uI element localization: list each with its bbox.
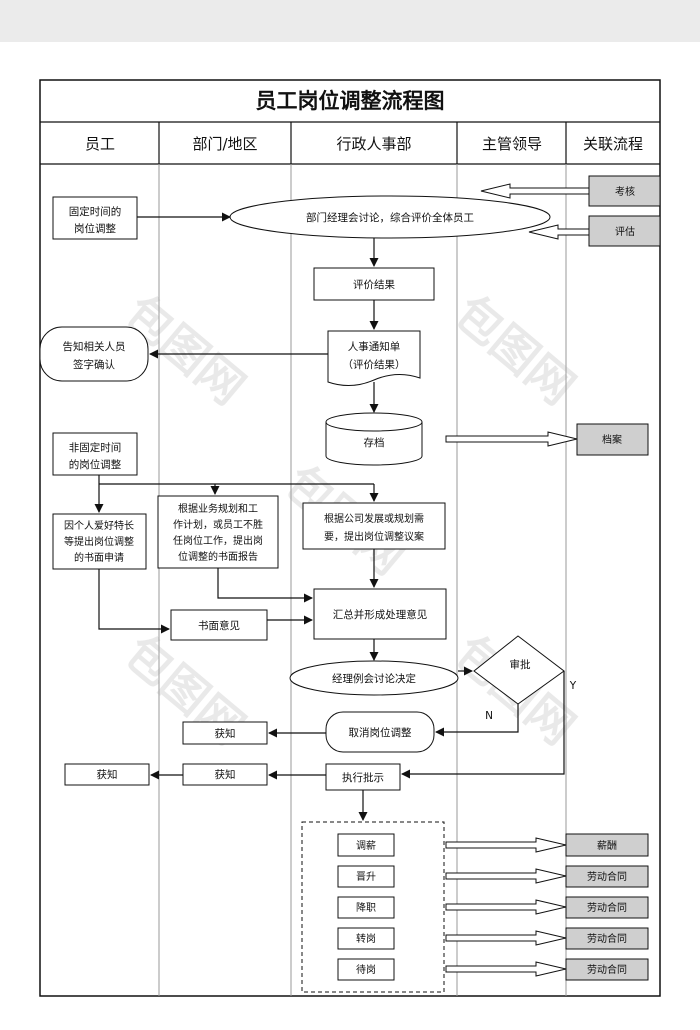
related-label: 薪酬 <box>597 840 617 852</box>
watermark: 包图网 <box>445 285 585 415</box>
company-proposal-box <box>302 502 446 550</box>
written-opinion-label: 书面意见 <box>198 619 240 632</box>
action-demote-box <box>337 896 395 919</box>
personal-request-label: 的书面申请 <box>74 551 124 564</box>
action-label: 调薪 <box>356 840 376 852</box>
fixed-time-label: 固定时间的 <box>69 205 122 218</box>
non-fixed-label: 的岗位调整 <box>69 458 122 471</box>
written-opinion-box <box>170 609 268 641</box>
lane-header-employee: 员工 <box>85 135 115 153</box>
approve-label: 审批 <box>510 658 531 671</box>
hollow-arrow <box>445 899 567 915</box>
informed-dept-label: 获知 <box>215 727 236 740</box>
lane-header-department: 部门/地区 <box>192 135 257 153</box>
gm-meeting-label: 经理例会讨论决定 <box>332 672 416 685</box>
informed-dept-label: 获知 <box>215 768 236 781</box>
related-archive-box <box>576 423 649 456</box>
action-transfer-box <box>337 927 395 950</box>
dept-report-label: 作计划，或员工不胜 <box>173 518 263 531</box>
dept-report-box <box>157 495 279 569</box>
action-label: 待岗 <box>356 963 376 976</box>
dept-meeting-label: 部门经理会讨论，综合评价全体员工 <box>306 211 474 224</box>
hollow-arrow <box>445 431 578 447</box>
page-title: 员工岗位调整流程图 <box>256 89 445 113</box>
hollow-arrow <box>480 183 590 199</box>
notice-document <box>327 330 421 386</box>
related-list: 薪酬 劳动合同 劳动合同 劳动合同 劳动合同 <box>565 833 649 981</box>
fixed-time-label: 岗位调整 <box>74 222 116 235</box>
archive-store-label: 存档 <box>364 436 385 449</box>
related-label: 劳动合同 <box>587 963 627 976</box>
actions-list: 调薪 晋升 降职 转岗 待岗 <box>337 833 395 981</box>
non-fixed-box <box>52 432 138 476</box>
archive-cylinder <box>325 422 423 466</box>
personal-request-label: 因个人爱好特长 <box>64 519 134 532</box>
related-label: 劳动合同 <box>587 932 627 945</box>
hollow-arrow <box>445 961 567 977</box>
notice-label: 人事通知单 <box>348 340 401 353</box>
personal-request-box <box>52 513 147 570</box>
action-label: 降职 <box>356 901 376 914</box>
eval-result-label: 评价结果 <box>353 278 395 291</box>
top-bar <box>0 0 700 42</box>
summary-box <box>313 588 447 640</box>
connector <box>98 569 170 634</box>
fixed-time-box <box>52 196 138 240</box>
inform-sign-label: 签字确认 <box>73 358 115 371</box>
execute-label: 执行批示 <box>342 771 384 784</box>
related-label: 劳动合同 <box>587 901 627 914</box>
informed-employee-label: 获知 <box>97 768 118 781</box>
dept-report-label: 根据业务规划和工 <box>178 502 258 515</box>
action-salary-box <box>337 833 395 857</box>
hollow-arrow <box>445 930 567 946</box>
lane-header-hr: 行政人事部 <box>336 135 411 153</box>
company-proposal-label: 要，提出岗位调整议案 <box>324 530 424 543</box>
related-kaohe-label: 考核 <box>615 185 635 198</box>
non-fixed-label: 非固定时间 <box>69 441 122 454</box>
cancel-box <box>325 711 435 753</box>
personal-request-label: 等提出岗位调整 <box>64 535 134 548</box>
action-promote-box <box>337 865 395 888</box>
actions-group <box>301 821 445 993</box>
no-label: N <box>485 710 493 722</box>
yes-label: Y <box>569 680 577 692</box>
diagram-frame <box>39 79 661 997</box>
lane-header-related: 关联流程 <box>583 135 643 153</box>
lane-header-supervisor: 主管领导 <box>482 135 542 153</box>
inform-sign-box <box>39 326 149 382</box>
dept-report-label: 位调整的书面报告 <box>178 550 258 563</box>
hollow-arrow <box>445 868 567 884</box>
informed-employee-box <box>64 763 150 786</box>
related-archive-label: 档案 <box>602 433 622 446</box>
related-pinggu-label: 评估 <box>615 225 635 238</box>
company-proposal-label: 根据公司发展或规划需 <box>324 512 424 525</box>
connector <box>401 671 565 779</box>
summary-label: 汇总并形成处理意见 <box>333 608 428 621</box>
informed-dept-box <box>182 721 268 745</box>
inform-sign-label: 告知相关人员 <box>63 340 126 353</box>
action-standby-box <box>337 958 395 981</box>
cancel-label: 取消岗位调整 <box>349 726 412 739</box>
action-label: 转岗 <box>356 932 376 945</box>
notice-label: （评价结果） <box>343 358 406 371</box>
related-label: 劳动合同 <box>587 870 627 883</box>
execute-box <box>325 763 401 791</box>
action-label: 晋升 <box>356 871 376 883</box>
gm-meeting-ellipse <box>289 660 459 696</box>
eval-result-box <box>313 267 435 301</box>
hollow-arrow <box>528 224 590 240</box>
dept-report-label: 任岗位工作，提出岗 <box>173 534 263 547</box>
connector <box>435 704 519 737</box>
hollow-arrow <box>445 837 567 853</box>
